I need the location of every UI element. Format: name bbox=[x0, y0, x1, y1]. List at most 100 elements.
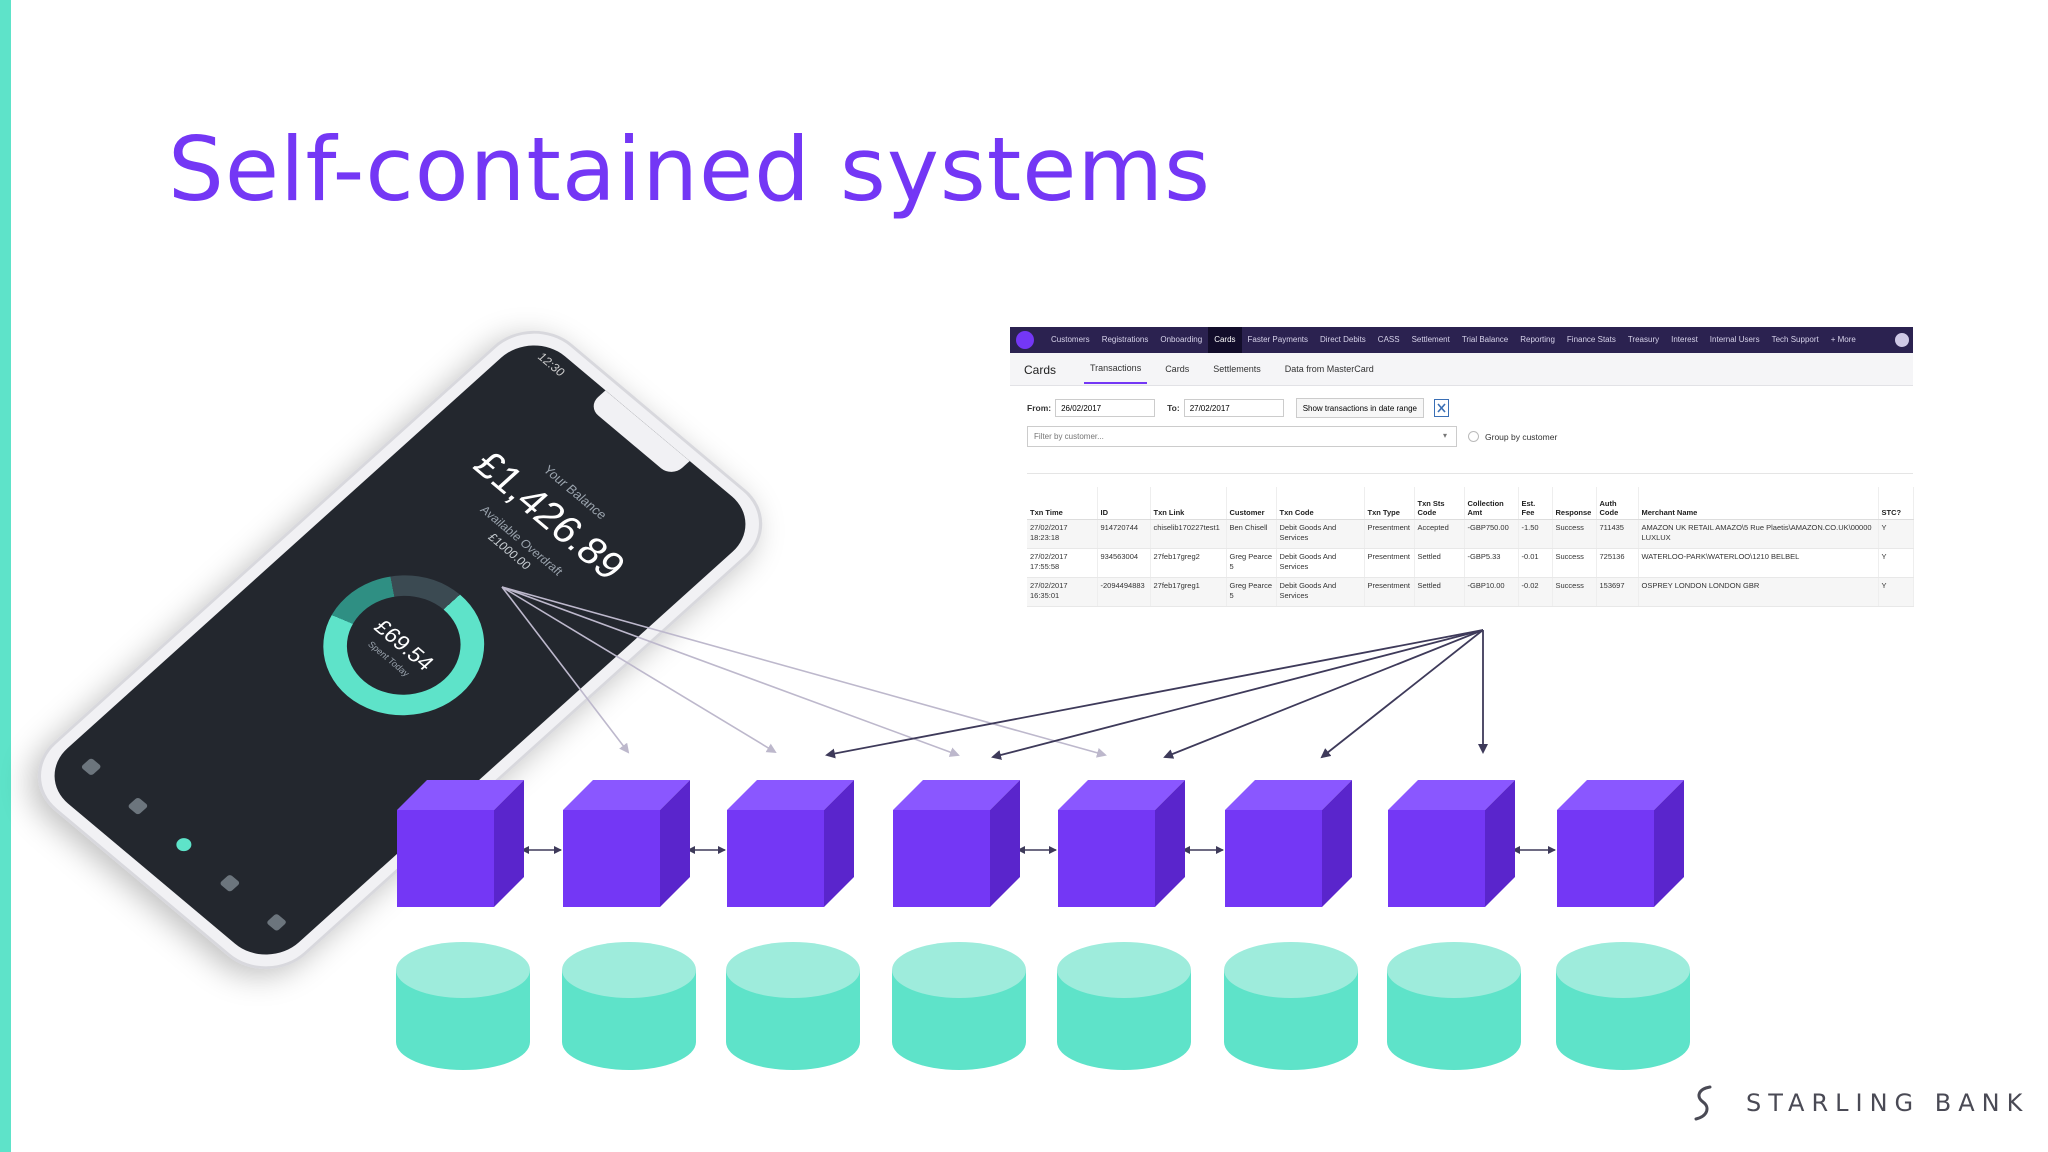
table-cell: -GBP10.00 bbox=[1464, 577, 1519, 607]
database-body bbox=[892, 970, 1026, 1070]
database-top bbox=[562, 942, 696, 998]
table-cell: Presentment bbox=[1364, 519, 1415, 549]
service-cube bbox=[1058, 780, 1185, 907]
admin-arrow bbox=[1320, 629, 1484, 759]
phone-arrow bbox=[501, 586, 960, 757]
tab-settlements[interactable]: Settlements bbox=[1213, 364, 1261, 374]
divider bbox=[1027, 473, 1913, 474]
cube-front-face bbox=[1557, 810, 1654, 907]
column-header[interactable]: Txn Time bbox=[1027, 487, 1098, 520]
cube-side-face bbox=[1654, 780, 1684, 907]
cube-front-face bbox=[1225, 810, 1322, 907]
customer-filter-input[interactable] bbox=[1027, 426, 1457, 447]
table-cell: -GBP750.00 bbox=[1464, 519, 1519, 549]
table-cell: Success bbox=[1552, 519, 1597, 549]
column-header[interactable]: Auth Code bbox=[1596, 487, 1639, 520]
excel-export-icon[interactable] bbox=[1433, 399, 1449, 417]
table-cell: -1.50 bbox=[1518, 519, 1553, 549]
database-body bbox=[1057, 970, 1191, 1070]
table-cell: Success bbox=[1552, 548, 1597, 578]
nav-item-tech-support[interactable]: Tech Support bbox=[1771, 335, 1819, 344]
cube-top-face bbox=[727, 780, 854, 810]
column-header[interactable]: Est. Fee bbox=[1518, 487, 1553, 520]
brand-name: STARLING BANK bbox=[1746, 1089, 2030, 1117]
table-cell: Y bbox=[1878, 519, 1914, 549]
tab-data-from-mastercard[interactable]: Data from MasterCard bbox=[1284, 364, 1374, 374]
column-header[interactable]: Customer bbox=[1226, 487, 1277, 520]
table-cell: Debit Goods And Services bbox=[1276, 548, 1365, 578]
nav-item-trial-balance[interactable]: Trial Balance bbox=[1461, 335, 1509, 344]
column-header[interactable]: Txn Type bbox=[1364, 487, 1415, 520]
database-cylinder bbox=[1224, 942, 1358, 1070]
table-cell: 27/02/2017 18:23:18 bbox=[1027, 519, 1098, 549]
from-date-input[interactable] bbox=[1055, 399, 1156, 417]
column-header[interactable]: Txn Sts Code bbox=[1414, 487, 1465, 520]
nav-item-treasury[interactable]: Treasury bbox=[1627, 335, 1660, 344]
nav-item-customers[interactable]: Customers bbox=[1051, 335, 1090, 344]
table-cell: chiselib170227test1 bbox=[1150, 519, 1227, 549]
show-transactions-button[interactable]: Show transactions in date range bbox=[1295, 398, 1424, 418]
nav-item-onboarding[interactable]: Onboarding bbox=[1160, 335, 1203, 344]
cube-front-face bbox=[563, 810, 660, 907]
cube-top-face bbox=[1557, 780, 1684, 810]
table-cell: Success bbox=[1552, 577, 1597, 607]
cube-front-face bbox=[1058, 810, 1155, 907]
table-cell: Accepted bbox=[1414, 519, 1465, 549]
table-cell: Settled bbox=[1414, 577, 1465, 607]
nav-item-interest[interactable]: Interest bbox=[1671, 335, 1698, 344]
phone-arrow bbox=[501, 586, 777, 754]
cube-top-face bbox=[397, 780, 524, 810]
starling-logo-icon bbox=[1694, 1085, 1712, 1121]
nav-item-cards[interactable]: Cards bbox=[1208, 327, 1242, 353]
table-cell: Debit Goods And Services bbox=[1276, 577, 1365, 607]
user-icon[interactable] bbox=[1895, 333, 1909, 347]
table-cell: -GBP5.33 bbox=[1464, 548, 1519, 578]
cube-side-face bbox=[824, 780, 854, 907]
table-cell: Debit Goods And Services bbox=[1276, 519, 1365, 549]
accent-bar bbox=[0, 0, 11, 1152]
nav-item-cass[interactable]: CASS bbox=[1377, 335, 1400, 344]
service-cube bbox=[727, 780, 854, 907]
nav-item-more[interactable]: + More bbox=[1830, 335, 1856, 344]
nav-item-faster-payments[interactable]: Faster Payments bbox=[1247, 335, 1308, 344]
cube-side-face bbox=[1322, 780, 1352, 907]
nav-item-reporting[interactable]: Reporting bbox=[1520, 335, 1555, 344]
database-cylinder bbox=[1057, 942, 1191, 1070]
database-body bbox=[1387, 970, 1521, 1070]
cube-top-face bbox=[1225, 780, 1352, 810]
admin-arrow bbox=[1163, 629, 1484, 759]
nav-item-finance-stats[interactable]: Finance Stats bbox=[1566, 335, 1616, 344]
cube-top-face bbox=[1388, 780, 1515, 810]
cube-side-face bbox=[990, 780, 1020, 907]
slide-title: Self-contained systems bbox=[168, 118, 1211, 221]
nav-item-direct-debits[interactable]: Direct Debits bbox=[1320, 335, 1366, 344]
table-cell: 914720744 bbox=[1097, 519, 1151, 549]
column-header[interactable]: Merchant Name bbox=[1638, 487, 1879, 520]
database-cylinder bbox=[1387, 942, 1521, 1070]
table-cell: Presentment bbox=[1364, 577, 1415, 607]
group-by-customer-checkbox[interactable] bbox=[1468, 431, 1479, 442]
admin-menu: Customers Registrations Onboarding Cards Fas… bbox=[1045, 327, 1862, 353]
table-cell: 27feb17greg1 bbox=[1150, 577, 1227, 607]
database-top bbox=[726, 942, 860, 998]
tab-transactions[interactable]: Transactions bbox=[1084, 354, 1148, 384]
column-header[interactable]: Collection Amt bbox=[1464, 487, 1519, 520]
column-header[interactable]: Txn Link bbox=[1150, 487, 1227, 520]
column-header[interactable]: Txn Code bbox=[1276, 487, 1365, 520]
nav-item-settlement[interactable]: Settlement bbox=[1411, 335, 1450, 344]
database-top bbox=[892, 942, 1026, 998]
to-date-input[interactable] bbox=[1183, 399, 1284, 417]
starling-logo-icon[interactable] bbox=[1016, 331, 1034, 349]
nav-item-registrations[interactable]: Registrations bbox=[1101, 335, 1149, 344]
database-body bbox=[726, 970, 860, 1070]
group-by-customer[interactable]: Group by customer bbox=[1468, 431, 1557, 442]
column-header[interactable]: Response bbox=[1552, 487, 1597, 520]
column-header[interactable]: ID bbox=[1097, 487, 1151, 520]
column-header[interactable]: STC? bbox=[1878, 487, 1914, 520]
to-label: To: bbox=[1167, 403, 1180, 413]
nav-item-internal-users[interactable]: Internal Users bbox=[1709, 335, 1760, 344]
tab-cards[interactable]: Cards bbox=[1165, 364, 1190, 374]
